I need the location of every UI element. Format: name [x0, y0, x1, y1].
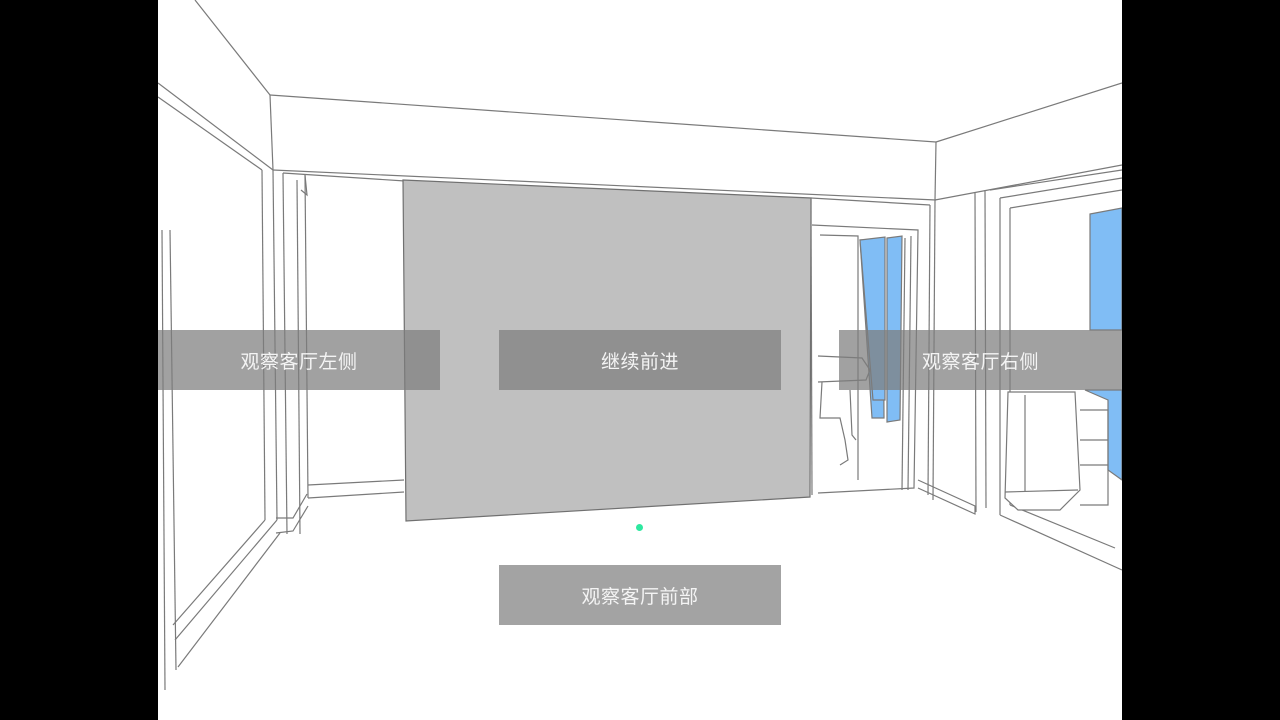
view-front-button[interactable]: 观察客厅前部	[499, 565, 781, 625]
letterbox-left	[0, 0, 158, 720]
view-left-label: 观察客厅左侧	[240, 350, 358, 373]
letterbox-right	[1122, 0, 1280, 720]
hotspot-marker[interactable]	[636, 524, 643, 531]
move-forward-label: 继续前进	[600, 350, 679, 373]
view-right-button[interactable]: 观察客厅右侧	[839, 330, 1122, 390]
view-left-button[interactable]: 观察客厅左侧	[158, 330, 440, 390]
view-front-label: 观察客厅前部	[581, 585, 699, 608]
view-right-label: 观察客厅右侧	[921, 350, 1039, 373]
3d-scene-viewport[interactable]: 观察客厅左侧 继续前进 观察客厅右侧 观察客厅前部	[158, 0, 1122, 720]
move-forward-button[interactable]: 继续前进	[499, 330, 781, 390]
